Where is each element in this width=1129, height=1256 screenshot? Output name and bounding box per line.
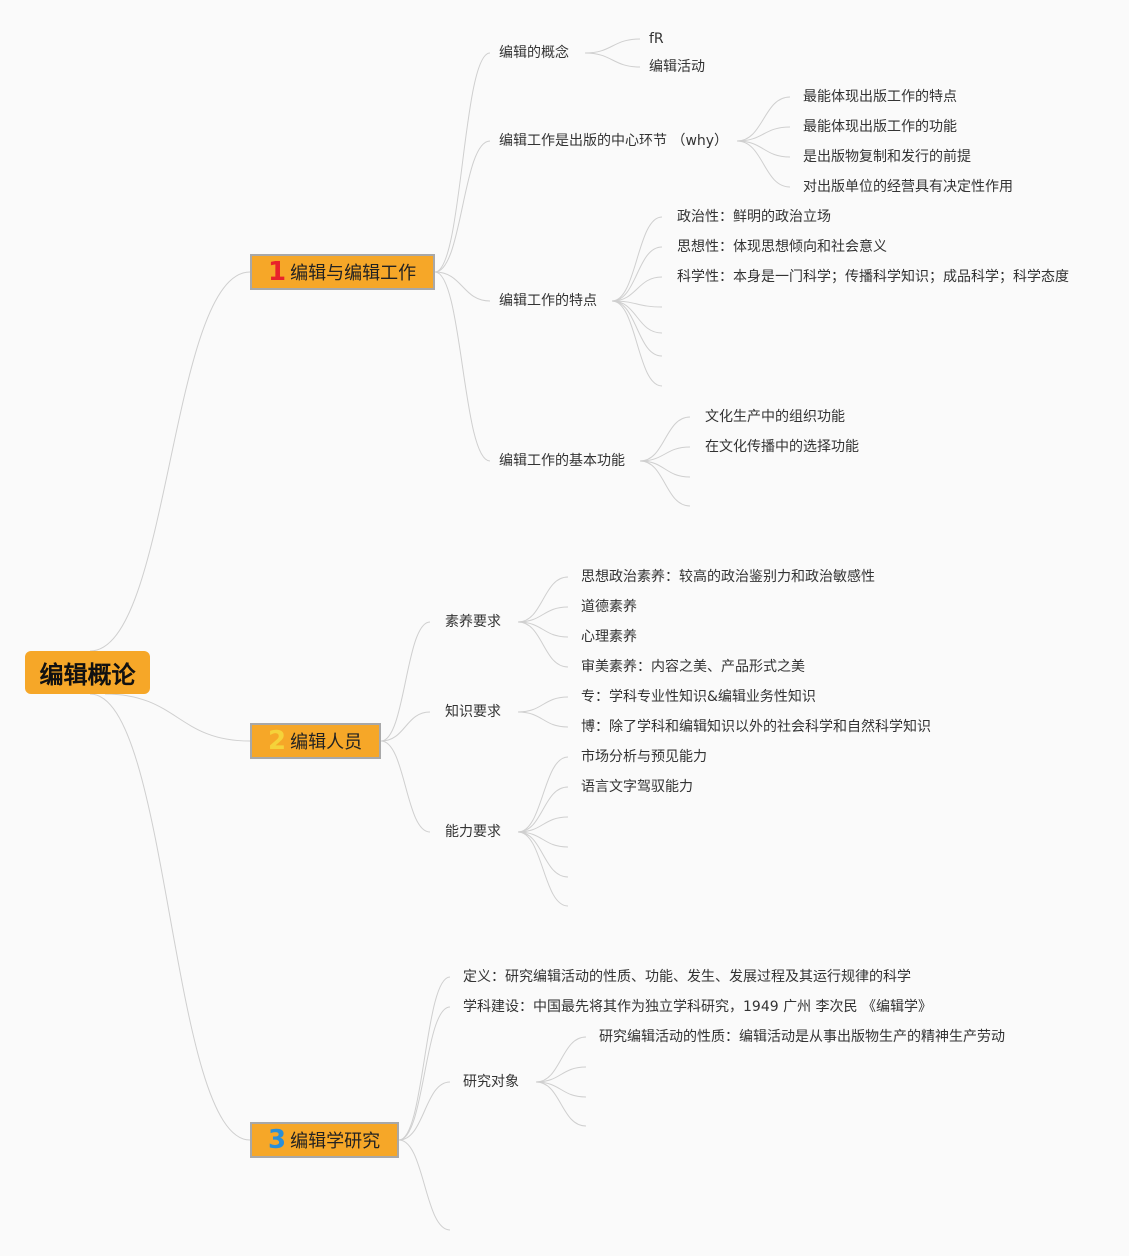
- topic-editing-features[interactable]: 编辑工作的特点: [499, 293, 597, 309]
- link-k1-1: [517, 711, 569, 728]
- link-k0-2: [517, 621, 569, 638]
- link-t3-0: [639, 416, 691, 462]
- leaf-feature-political[interactable]: 政治性：鲜明的政治立场: [677, 209, 831, 225]
- link-t1-0: [736, 96, 791, 142]
- leaf-editing-activity[interactable]: 编辑活动: [649, 59, 705, 75]
- branch-3-label: 编辑学研究: [290, 1131, 381, 1152]
- link-k2-5: [517, 831, 569, 907]
- topic-editing-concept[interactable]: 编辑的概念: [499, 45, 569, 61]
- link-b3-0: [398, 976, 451, 1141]
- link-t2-6: [611, 300, 663, 387]
- root-node[interactable]: 编辑概论: [25, 651, 150, 694]
- topic-editing-functions[interactable]: 编辑工作的基本功能: [499, 453, 625, 469]
- link-b1-0: [434, 52, 491, 273]
- branch-3-node[interactable]: 3 编辑学研究: [250, 1122, 399, 1158]
- leaf-quality-psychological[interactable]: 心理素养: [581, 629, 637, 645]
- branch-1-label: 编辑与编辑工作: [290, 263, 417, 284]
- link-t1-1: [736, 126, 791, 142]
- topic-knowledge-requirements[interactable]: 知识要求: [445, 704, 501, 720]
- link-k2-4: [517, 831, 569, 878]
- leaf-central-4[interactable]: 对出版单位的经营具有决定性作用: [803, 179, 1013, 195]
- leaf-ability-market[interactable]: 市场分析与预见能力: [581, 749, 707, 765]
- link-b2-2: [380, 740, 431, 833]
- link-t3-3: [639, 460, 691, 507]
- topic-editing-central-link[interactable]: 编辑工作是出版的中心环节 （why）: [499, 133, 729, 149]
- link-t2-1: [611, 246, 663, 302]
- link-t1-2: [736, 140, 791, 158]
- link-t0-0: [584, 38, 641, 54]
- link-b2-1: [380, 711, 431, 742]
- link-b3-3: [398, 1139, 451, 1231]
- leaf-quality-aesthetic[interactable]: 审美素养：内容之美、产品形式之美: [581, 659, 805, 675]
- branch-2-node[interactable]: 2 编辑人员: [250, 723, 381, 759]
- topic-research-object[interactable]: 研究对象: [463, 1074, 519, 1090]
- link-r0-3: [535, 1081, 587, 1127]
- link-r0-2: [535, 1081, 587, 1098]
- link-t0-1: [584, 52, 641, 68]
- leaf-quality-moral[interactable]: 道德素养: [581, 599, 637, 615]
- branch-3-number: 3: [268, 1125, 287, 1155]
- link-b1-2: [434, 271, 491, 302]
- topic-definition[interactable]: 定义：研究编辑活动的性质、功能、发生、发展过程及其运行规律的科学: [463, 969, 911, 985]
- link-t2-5: [611, 300, 663, 357]
- link-k1-0: [517, 696, 569, 713]
- leaf-feature-ideological[interactable]: 思想性：体现思想倾向和社会意义: [677, 239, 887, 255]
- topic-quality-requirements[interactable]: 素养要求: [445, 614, 501, 630]
- branch-1-number: 1: [268, 257, 287, 287]
- leaf-quality-political[interactable]: 思想政治素养：较高的政治鉴别力和政治敏感性: [581, 569, 875, 585]
- leaf-central-3[interactable]: 是出版物复制和发行的前提: [803, 149, 971, 165]
- link-t3-2: [639, 460, 691, 478]
- branch-2-label: 编辑人员: [290, 732, 363, 753]
- leaf-central-1[interactable]: 最能体现出版工作的特点: [803, 89, 957, 105]
- leaf-feature-scientific[interactable]: 科学性：本身是一门科学；传播科学知识；成品科学；科学态度: [677, 269, 1069, 285]
- link-b1-1: [434, 140, 491, 273]
- link-b2-0: [380, 621, 431, 742]
- link-root-b1: [89, 271, 251, 652]
- branch-2-number: 2: [268, 726, 287, 756]
- leaf-ability-language[interactable]: 语言文字驾驭能力: [581, 779, 693, 795]
- link-k2-1: [517, 786, 569, 833]
- leaf-function-select[interactable]: 在文化传播中的选择功能: [705, 439, 859, 455]
- topic-discipline-building[interactable]: 学科建设：中国最先将其作为独立学科研究，1949 广州 李次民 《编辑学》: [463, 999, 932, 1015]
- link-t3-1: [639, 446, 691, 462]
- link-k0-3: [517, 621, 569, 668]
- link-t2-2: [611, 276, 663, 302]
- link-r0-1: [535, 1066, 587, 1083]
- link-k2-2: [517, 816, 569, 833]
- link-b3-2: [398, 1081, 451, 1141]
- leaf-research-nature[interactable]: 研究编辑活动的性质：编辑活动是从事出版物生产的精神生产劳动: [599, 1029, 1005, 1045]
- link-t1-3: [736, 140, 791, 188]
- link-root-b2: [104, 693, 251, 742]
- link-root-b3: [89, 693, 251, 1141]
- link-r0-0: [535, 1036, 587, 1083]
- leaf-knowledge-specialized[interactable]: 专：学科专业性知识&编辑业务性知识: [581, 689, 816, 705]
- topic-ability-requirements[interactable]: 能力要求: [445, 824, 501, 840]
- link-t2-4: [611, 300, 663, 334]
- branch-1-node[interactable]: 1 编辑与编辑工作: [250, 254, 435, 290]
- link-k0-0: [517, 576, 569, 623]
- leaf-central-2[interactable]: 最能体现出版工作的功能: [803, 119, 957, 135]
- link-t2-0: [611, 216, 663, 302]
- link-b3-1: [398, 1006, 451, 1141]
- leaf-function-organize[interactable]: 文化生产中的组织功能: [705, 409, 845, 425]
- leaf-fr[interactable]: fR: [649, 31, 664, 47]
- link-k0-1: [517, 606, 569, 623]
- leaf-knowledge-broad[interactable]: 博：除了学科和编辑知识以外的社会科学和自然科学知识: [581, 719, 931, 735]
- link-k2-0: [517, 756, 569, 833]
- link-b1-3: [434, 271, 491, 462]
- link-k2-3: [517, 831, 569, 848]
